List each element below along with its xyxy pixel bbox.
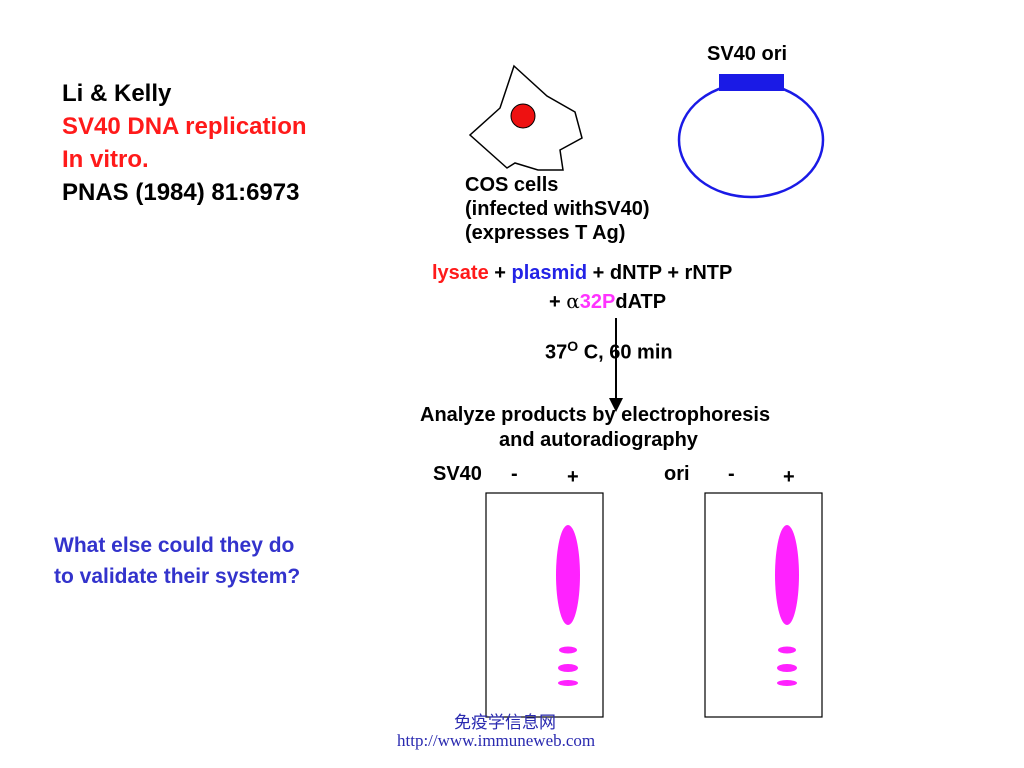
gel-sv40-band-3 (558, 664, 578, 672)
reaction-line1: lysate + plasmid + dNTP + rNTP (432, 262, 732, 285)
cos-cells-label: COS cells (465, 174, 559, 196)
gel-ori-main-band (775, 525, 799, 625)
footer-site-name: 免疫学信息网 (454, 713, 556, 732)
plasmid-label: plasmid (511, 262, 588, 284)
nucleotides-label: + dNTP + rNTP (592, 262, 733, 284)
citation-title-line2: In vitro. (62, 146, 149, 173)
gel-sv40 (485, 492, 604, 718)
incubation-temp: 37 (545, 341, 568, 364)
cos-expresses-label: (expresses T Ag) (465, 222, 626, 244)
question-line1: What else could they do (54, 534, 295, 557)
gel-ori-band-3 (777, 664, 797, 672)
incubation-label: 37O C, 60 min (545, 338, 673, 365)
gel-ori-minus: - (728, 463, 735, 485)
gel-sv40-plus: + (567, 466, 579, 488)
cos-infected-label: (infected withSV40) (465, 198, 649, 221)
sv40-ori-label: SV40 ori (707, 43, 788, 65)
incubation-conditions: C, 60 min (578, 341, 673, 364)
cos-infected-label-a: (infected with (465, 198, 594, 220)
analysis-line2: and autoradiography (499, 429, 698, 451)
gel-ori-band-2 (778, 646, 796, 654)
cos-infected-label-b: SV40) (593, 198, 650, 220)
alpha-symbol: α (566, 289, 580, 313)
gel-sv40-main-band (556, 525, 580, 625)
plasmid-circle (677, 81, 825, 199)
gel-ori (704, 492, 823, 718)
citation-journal: PNAS (1984) 81:6973 (62, 179, 300, 206)
cell-nucleus (510, 103, 536, 129)
gel-sv40-label: SV40 (433, 463, 482, 485)
datp-label: dATP (615, 291, 667, 313)
gel-ori-label: ori (664, 463, 690, 485)
degree-superscript: O (567, 338, 579, 354)
plus-sign-2: + (549, 291, 561, 313)
gel-sv40-band-4 (558, 680, 578, 686)
citation-title-line1: SV40 DNA replication (62, 113, 307, 140)
analysis-line1: Analyze products by electrophoresis (420, 404, 771, 426)
gel-ori-band-4 (777, 680, 797, 686)
reaction-line2: + α32PdATP (549, 289, 666, 314)
sv40-ori-segment (719, 74, 784, 91)
lysate-label: lysate (432, 262, 489, 284)
citation: Li & Kelly SV40 DNA replication In vitro… (62, 77, 307, 209)
gel-sv40-minus: - (511, 463, 518, 485)
question-line2: to validate their system? (54, 565, 301, 588)
gel-ori-plus: + (783, 466, 795, 488)
isotope-label: 32P (579, 291, 616, 313)
process-arrow-head (609, 398, 623, 412)
citation-authors: Li & Kelly (62, 80, 172, 107)
plus-sign-1: + (494, 262, 506, 284)
footer-url[interactable]: http://www.immuneweb.com (397, 731, 596, 750)
discussion-question: What else could they do to validate thei… (54, 530, 300, 592)
gel-sv40-band-2 (559, 646, 577, 654)
